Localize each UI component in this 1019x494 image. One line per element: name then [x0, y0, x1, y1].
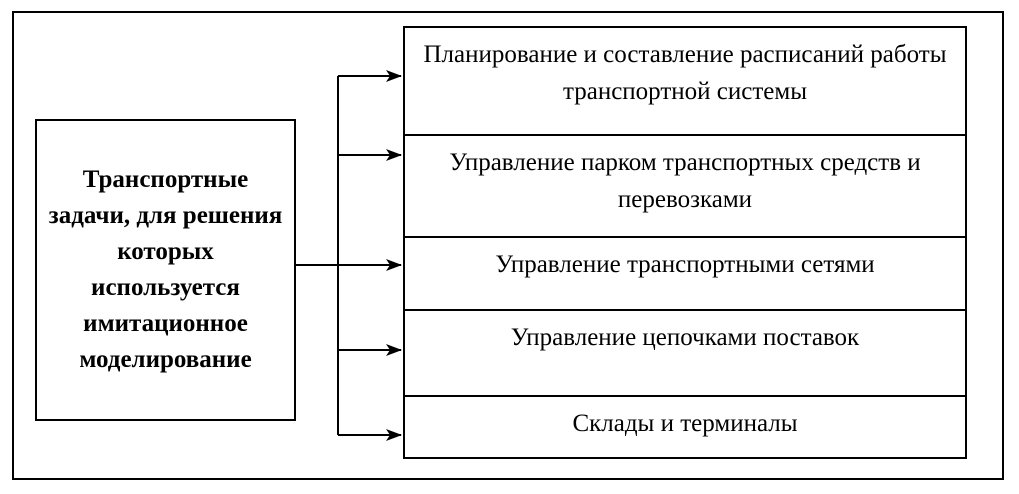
- diagram-frame: [12, 11, 1004, 480]
- tasks-list: Планирование и составление расписаний ра…: [403, 26, 967, 459]
- task-item-supply-chains: Управление цепочками поставок: [405, 311, 965, 395]
- task-label: Управление цепочками поставок: [510, 324, 860, 351]
- task-divider: [405, 309, 965, 311]
- task-divider: [405, 236, 965, 238]
- task-item-networks: Управление транспортными сетями: [405, 238, 965, 308]
- task-item-planning: Планирование и составление расписаний ра…: [405, 28, 965, 134]
- task-item-warehouses: Склады и терминалы: [405, 397, 965, 459]
- task-label: Планирование и составление расписаний ра…: [423, 41, 947, 105]
- main-block-text: Транспортные задачи, для решения которых…: [48, 166, 283, 373]
- task-label: Склады и терминалы: [572, 410, 798, 437]
- main-block: Транспортные задачи, для решения которых…: [35, 119, 296, 421]
- task-label: Управление транспортными сетями: [495, 251, 875, 278]
- task-divider: [405, 134, 965, 136]
- task-divider: [405, 395, 965, 397]
- task-label: Управление парком транспортных средств и…: [449, 149, 921, 213]
- task-item-fleet: Управление парком транспортных средств и…: [405, 136, 965, 236]
